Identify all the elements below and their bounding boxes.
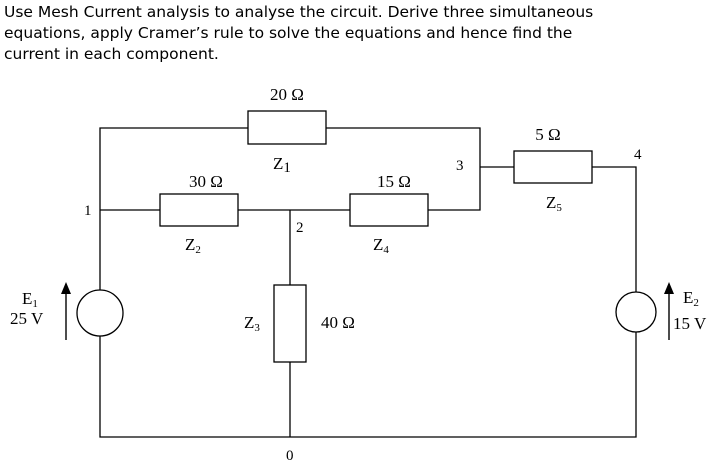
wire-bottom: [99, 332, 637, 438]
voltage-source-e2: [615, 291, 657, 333]
voltage-source-e1: [76, 289, 124, 337]
arrow-up-icon: [664, 282, 674, 340]
arrow-up-icon: [61, 282, 71, 340]
z3-value-label: 40 Ω: [321, 313, 355, 332]
resistor-z4: [349, 193, 429, 227]
problem-line-3: current in each component.: [4, 45, 219, 63]
node-1-label: 1: [84, 203, 92, 219]
z4-value-label: 15 Ω: [377, 172, 411, 191]
node-3-label: 3: [456, 158, 464, 174]
resistor-z2: [159, 193, 239, 227]
e2-value-label: 15 V: [673, 314, 707, 333]
z5-value-label: 5 Ω: [535, 125, 560, 144]
e2-name-label: E2: [683, 288, 699, 309]
resistor-z5: [513, 150, 593, 184]
z1-name-label: Z1: [273, 154, 291, 176]
e1-value-label: 25 V: [10, 309, 44, 328]
resistor-z1: [247, 110, 327, 145]
problem-line-2: equations, apply Cramer’s rule to solve …: [4, 24, 573, 42]
wire-left-top: [99, 127, 248, 290]
wire-z5-node4: [592, 166, 637, 292]
z2-name-label: Z2: [185, 235, 201, 256]
node-0-label: 0: [286, 448, 294, 464]
node-2-label: 2: [296, 220, 304, 236]
resistor-z3: [273, 284, 307, 363]
circuit-wires: [99, 127, 637, 438]
z2-value-label: 30 Ω: [189, 172, 223, 191]
e1-name-label: E1: [22, 289, 38, 310]
z3-name-label: Z3: [244, 313, 260, 334]
problem-line-1: Use Mesh Current analysis to analyse the…: [4, 3, 594, 21]
z4-name-label: Z4: [373, 235, 389, 256]
node-4-label: 4: [634, 147, 642, 163]
problem-statement: Use Mesh Current analysis to analyse the…: [4, 2, 709, 65]
wire-z4-node3: [428, 205, 481, 211]
wire-top-right: [326, 127, 481, 205]
z5-name-label: Z5: [546, 193, 562, 214]
z1-value-label: 20 Ω: [270, 85, 304, 104]
